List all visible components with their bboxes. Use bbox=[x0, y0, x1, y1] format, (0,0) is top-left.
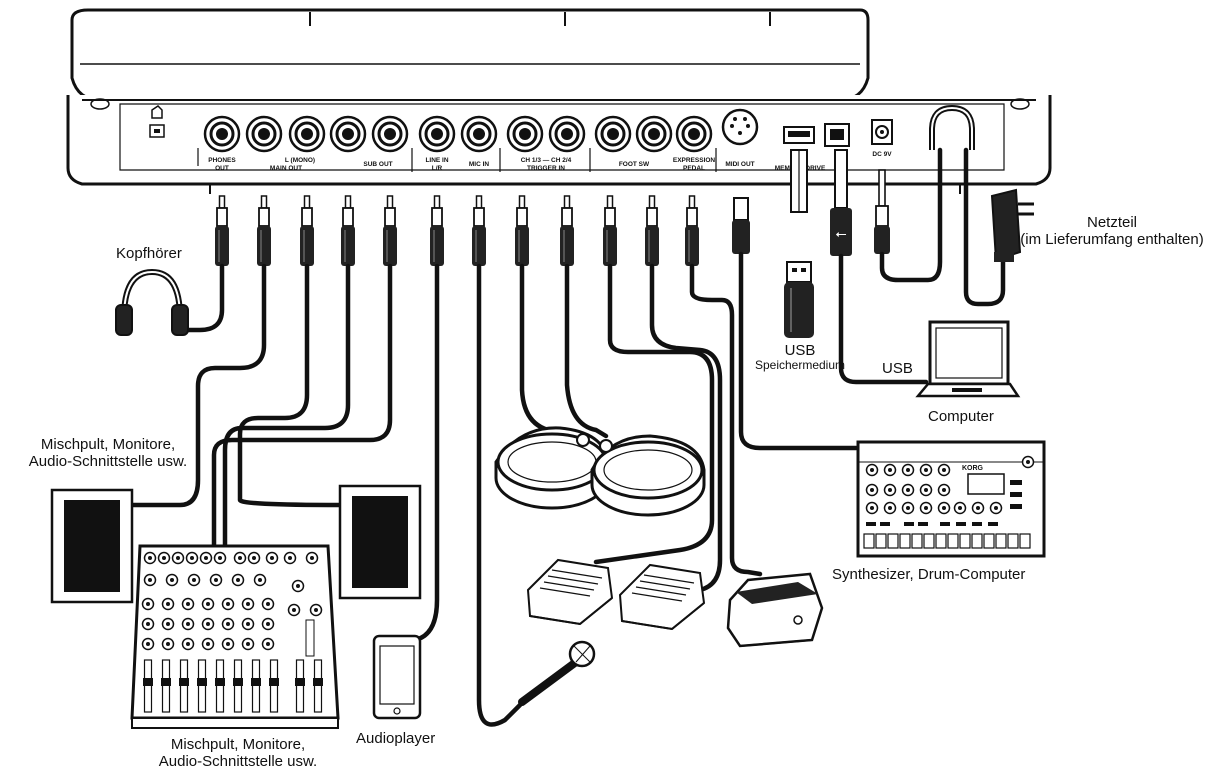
usb-drive-label: USB Speichermedium bbox=[740, 342, 860, 372]
device-rear-panel: PHONES OUT L (MONO) MAIN OUT SUB OUT LIN… bbox=[68, 10, 1050, 194]
sub-out-r-jack bbox=[331, 117, 365, 151]
foot-sw-2-jack bbox=[637, 117, 671, 151]
usb-drive-icon bbox=[784, 262, 814, 338]
foot-sw-1-jack bbox=[596, 117, 630, 151]
main-out-label-2: MAIN OUT bbox=[270, 165, 302, 172]
plug-main-r bbox=[257, 196, 271, 266]
main-out-l-jack bbox=[290, 117, 324, 151]
audio-player-icon bbox=[374, 636, 420, 718]
microphone-icon bbox=[522, 642, 594, 702]
dc-in-label: DC 9V bbox=[872, 151, 892, 158]
audioplayer-label: Audioplayer bbox=[356, 730, 435, 747]
plug-trigger-2 bbox=[560, 196, 574, 266]
mixer-top-line2: Audio-Schnittstelle usw. bbox=[14, 453, 202, 470]
mixer-icon bbox=[132, 546, 338, 728]
foot-switch-1-icon bbox=[528, 560, 612, 624]
mic-in-label: MIC IN bbox=[469, 161, 490, 168]
main-out-r-jack bbox=[247, 117, 281, 151]
speaker-right-icon bbox=[340, 486, 420, 598]
speaker-left-icon bbox=[52, 490, 132, 602]
synth-brand-text: KORG bbox=[962, 465, 984, 472]
phones-out-jack bbox=[205, 117, 239, 151]
plug-sub-r bbox=[341, 196, 355, 266]
plug-midi bbox=[732, 198, 750, 254]
dc-in-port bbox=[872, 120, 892, 144]
plug-foot-sw-2 bbox=[645, 196, 659, 266]
plug-phones bbox=[215, 196, 229, 266]
sub-out-l-jack bbox=[373, 117, 407, 151]
mixer-bottom-line2: Audio-Schnittstelle usw. bbox=[138, 753, 338, 770]
sub-out-label: SUB OUT bbox=[363, 161, 392, 168]
plug-foot-sw-1 bbox=[603, 196, 617, 266]
usb-symbol-icon: ⭠ bbox=[835, 226, 846, 242]
trigger-in-label-2: TRIGGER IN bbox=[527, 165, 565, 172]
usb-memory-port bbox=[784, 127, 814, 143]
plug-main-l bbox=[300, 196, 314, 266]
main-out-label-1: L (MONO) bbox=[285, 157, 315, 164]
synth-label: Synthesizer, Drum-Computer bbox=[832, 566, 1025, 583]
expression-label-2: PEDAL bbox=[683, 165, 705, 172]
computer-icon bbox=[918, 322, 1018, 396]
mixer-top-line1: Mischpult, Monitore, bbox=[14, 436, 202, 453]
trigger-in-label-1: CH 1/3 — CH 2/4 bbox=[521, 157, 572, 164]
phones-label-1: PHONES bbox=[208, 157, 236, 164]
netzteil-label: Netzteil (im Lieferumfang enthalten) bbox=[1010, 214, 1214, 248]
headphones-label: Kopfhörer bbox=[116, 245, 182, 262]
plug-expression bbox=[685, 196, 699, 266]
plug-sub-l bbox=[383, 196, 397, 266]
mixer-top-label: Mischpult, Monitore, Audio-Schnittstelle… bbox=[14, 436, 202, 470]
line-in-label-2: L/R bbox=[432, 165, 443, 172]
plug-line-in bbox=[430, 196, 444, 266]
netzteil-subtitle: (im Lieferumfang enthalten) bbox=[1010, 231, 1214, 248]
foot-sw-label: FOOT SW bbox=[619, 161, 650, 168]
expression-pedal-jack bbox=[677, 117, 711, 151]
mixer-bottom-label: Mischpult, Monitore, Audio-Schnittstelle… bbox=[138, 736, 338, 770]
mic-in-jack bbox=[462, 117, 496, 151]
plug-usb-a bbox=[791, 150, 807, 212]
midi-out-label: MIDI OUT bbox=[725, 161, 754, 168]
line-in-label-1: LINE IN bbox=[425, 157, 448, 164]
expression-label-1: EXPRESSION bbox=[673, 157, 716, 164]
usb-cable-label: USB bbox=[882, 360, 913, 377]
line-in-jack bbox=[420, 117, 454, 151]
trigger-pads-icon bbox=[496, 428, 704, 515]
headphones-icon bbox=[116, 272, 188, 335]
netzteil-title: Netzteil bbox=[1010, 214, 1214, 231]
synthesizer-icon: KORG bbox=[858, 442, 1044, 556]
phones-label-2: OUT bbox=[215, 165, 229, 172]
plug-mic-in bbox=[472, 196, 486, 266]
mixer-bottom-line1: Mischpult, Monitore, bbox=[138, 736, 338, 753]
midi-out-port bbox=[723, 110, 757, 144]
trigger-in-1-jack bbox=[508, 117, 542, 151]
computer-label: Computer bbox=[928, 408, 994, 425]
usb-drive-subtitle: Speichermedium bbox=[740, 359, 860, 372]
usb-drive-title: USB bbox=[740, 342, 860, 359]
plug-trigger-1 bbox=[515, 196, 529, 266]
usb-b-port bbox=[825, 124, 849, 146]
expression-pedal-icon bbox=[728, 574, 822, 646]
trigger-in-2-jack bbox=[550, 117, 584, 151]
foot-switch-2-icon bbox=[620, 565, 704, 629]
